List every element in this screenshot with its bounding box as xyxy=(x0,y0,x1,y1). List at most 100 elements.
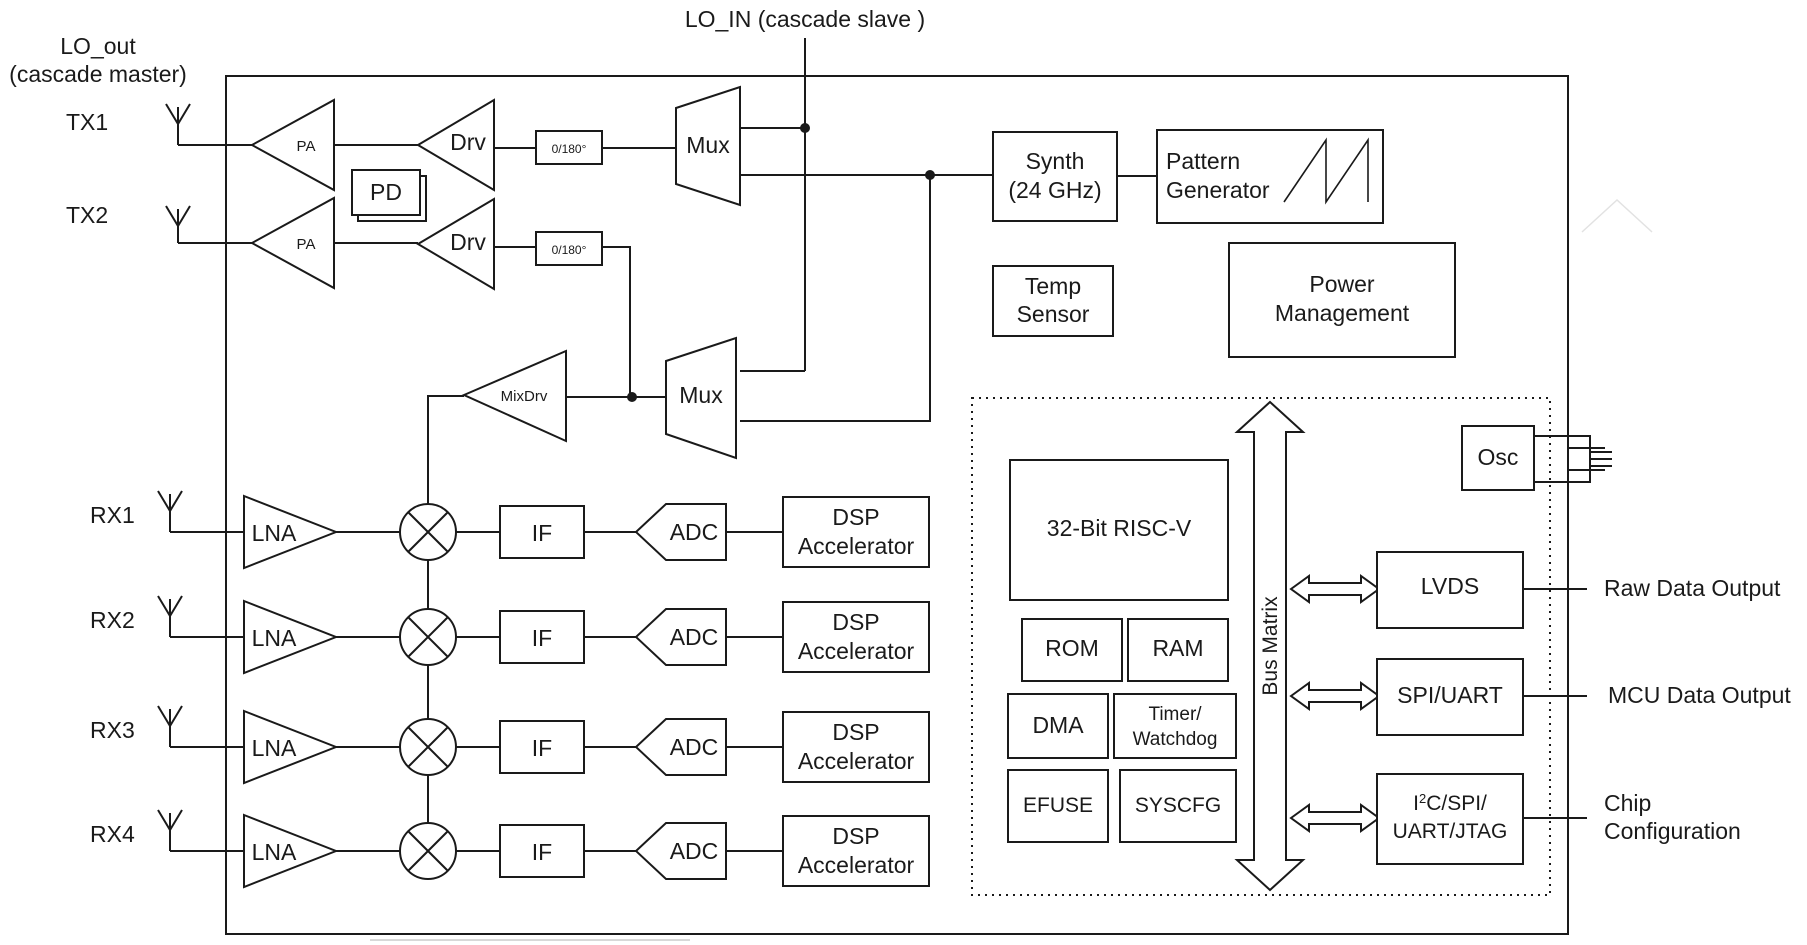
faint-chevron-icon xyxy=(1581,198,1653,233)
lvds-label: LVDS xyxy=(1421,573,1479,599)
configuration-label: Configuration xyxy=(1604,818,1741,844)
rx4-label: RX4 xyxy=(90,821,135,847)
temp-label: Temp xyxy=(1025,273,1081,299)
pd-block: PD xyxy=(351,169,427,222)
rx1-lna-block: LNA xyxy=(243,494,339,570)
rx3-dsp-label: DSP xyxy=(832,719,879,745)
power-management-block: Power Management xyxy=(1228,242,1456,358)
rx3-mixer-icon xyxy=(399,718,457,776)
sawtooth-icon xyxy=(1283,137,1369,205)
mixdrv-block: MixDrv xyxy=(461,349,567,443)
rx1-dsp-label: DSP xyxy=(832,504,879,530)
tx1-driver-block: Drv xyxy=(416,98,495,192)
rx2-adc-label: ADC xyxy=(670,624,719,650)
tx2-driver-block: Drv xyxy=(416,197,495,291)
rx4-accelerator-label: Accelerator xyxy=(798,852,915,878)
tx1-drv-label: Drv xyxy=(450,129,486,155)
rx1-mixer-icon xyxy=(399,503,457,561)
rx1-if-label: IF xyxy=(532,520,552,546)
crystal-pins-icon xyxy=(1534,435,1612,483)
rx3-chain: RX3 LNA IF ADC DSP Accelerator xyxy=(90,705,930,785)
temp-sensor-block: Temp Sensor xyxy=(992,265,1114,337)
pattern-generator-label: Generator xyxy=(1166,177,1270,203)
rx3-lna-block: LNA xyxy=(243,709,339,785)
spi-uart-label: SPI/UART xyxy=(1397,682,1503,708)
ram-block: RAM xyxy=(1127,618,1229,682)
rom-block: ROM xyxy=(1021,618,1123,682)
ram-label: RAM xyxy=(1152,635,1203,661)
tx2-label: TX2 xyxy=(66,202,108,228)
synth-block: Synth (24 GHz) xyxy=(992,131,1118,222)
rx2-dsp-label: DSP xyxy=(832,609,879,635)
syscfg-label: SYSCFG xyxy=(1135,794,1221,817)
rx3-if-label: IF xyxy=(532,735,552,761)
rx3-label: RX3 xyxy=(90,717,135,743)
tx-mux-block: Mux xyxy=(675,85,741,207)
rx4-mixer-icon xyxy=(399,822,457,880)
oscillator-block: Osc xyxy=(1461,425,1535,491)
efuse-block: EFUSE xyxy=(1007,769,1109,843)
rx2-lna-label: LNA xyxy=(252,625,297,651)
syscfg-block: SYSCFG xyxy=(1119,769,1237,843)
cpu-block: 32-Bit RISC-V xyxy=(1009,459,1229,601)
i2c-spi-label: I2C/SPI/ xyxy=(1413,791,1487,816)
rx1-adc-block: ADC xyxy=(634,503,727,561)
rx2-if-label: IF xyxy=(532,625,552,651)
tx2-phase-label: 0/180° xyxy=(552,243,587,257)
rx1-dsp-accelerator-block: DSP Accelerator xyxy=(782,496,930,568)
rx3-accelerator-label: Accelerator xyxy=(798,748,915,774)
synth-label: Synth xyxy=(1026,148,1085,174)
pd-label: PD xyxy=(370,179,402,205)
tx1-antenna-icon xyxy=(165,103,191,145)
lo-in-junction xyxy=(800,123,810,133)
rx4-antenna-icon xyxy=(157,809,183,851)
rx2-if-block: IF xyxy=(499,610,585,664)
watchdog-label: Watchdog xyxy=(1133,729,1218,750)
rx2-mixer-icon xyxy=(399,608,457,666)
pattern-label: Pattern xyxy=(1166,148,1240,174)
rx2-accelerator-label: Accelerator xyxy=(798,638,915,664)
rx4-dsp-label: DSP xyxy=(832,823,879,849)
rx1-accelerator-label: Accelerator xyxy=(798,533,915,559)
i2c-spi-uart-jtag-block: I2C/SPI/ UART/JTAG xyxy=(1376,773,1524,865)
tx-mux-label: Mux xyxy=(686,132,730,158)
rx3-dsp-accelerator-block: DSP Accelerator xyxy=(782,711,930,783)
rx4-lna-label: LNA xyxy=(252,839,297,865)
management-label: Management xyxy=(1275,300,1410,326)
uart-jtag-label: UART/JTAG xyxy=(1393,820,1508,843)
rx1-lna-label: LNA xyxy=(252,520,297,546)
tx1-label: TX1 xyxy=(66,109,108,135)
spi-uart-block: SPI/UART xyxy=(1376,658,1524,736)
rx3-adc-label: ADC xyxy=(670,734,719,760)
rx2-label: RX2 xyxy=(90,607,135,633)
synth-freq-label: (24 GHz) xyxy=(1008,177,1101,203)
rx3-if-block: IF xyxy=(499,720,585,774)
mcu-data-output-label: MCU Data Output xyxy=(1608,682,1791,708)
tx1-phase-shifter: 0/180° xyxy=(535,130,603,165)
tx2-drv-label: Drv xyxy=(450,229,486,255)
tx1-phase-label: 0/180° xyxy=(552,142,587,156)
lo-in-label: LO_IN (cascade slave ) xyxy=(685,6,925,32)
osc-label: Osc xyxy=(1478,444,1519,470)
dma-label: DMA xyxy=(1032,712,1084,738)
bus-matrix-label: Bus Matrix xyxy=(1259,596,1282,696)
dma-block: DMA xyxy=(1007,693,1109,759)
tx1-pa-label: PA xyxy=(297,138,316,155)
rx2-antenna-icon xyxy=(157,595,183,637)
pattern-generator-block: Pattern Generator xyxy=(1156,129,1384,224)
timer-label: Timer/ xyxy=(1148,704,1202,725)
rx4-if-block: IF xyxy=(499,824,585,878)
bus-matrix-arrow: Bus Matrix xyxy=(1234,400,1306,892)
tx2-antenna-icon xyxy=(165,205,191,243)
mcu-subsystem-outline xyxy=(971,397,1551,896)
rx4-adc-label: ADC xyxy=(670,838,719,864)
rx4-if-label: IF xyxy=(532,839,552,865)
mixdrv-label: MixDrv xyxy=(501,388,548,405)
raw-data-output-label: Raw Data Output xyxy=(1604,575,1781,601)
lo-out-label: LO_out xyxy=(60,33,136,59)
rx-lo-mux-label: Mux xyxy=(679,382,723,408)
rx3-antenna-icon xyxy=(157,705,183,747)
